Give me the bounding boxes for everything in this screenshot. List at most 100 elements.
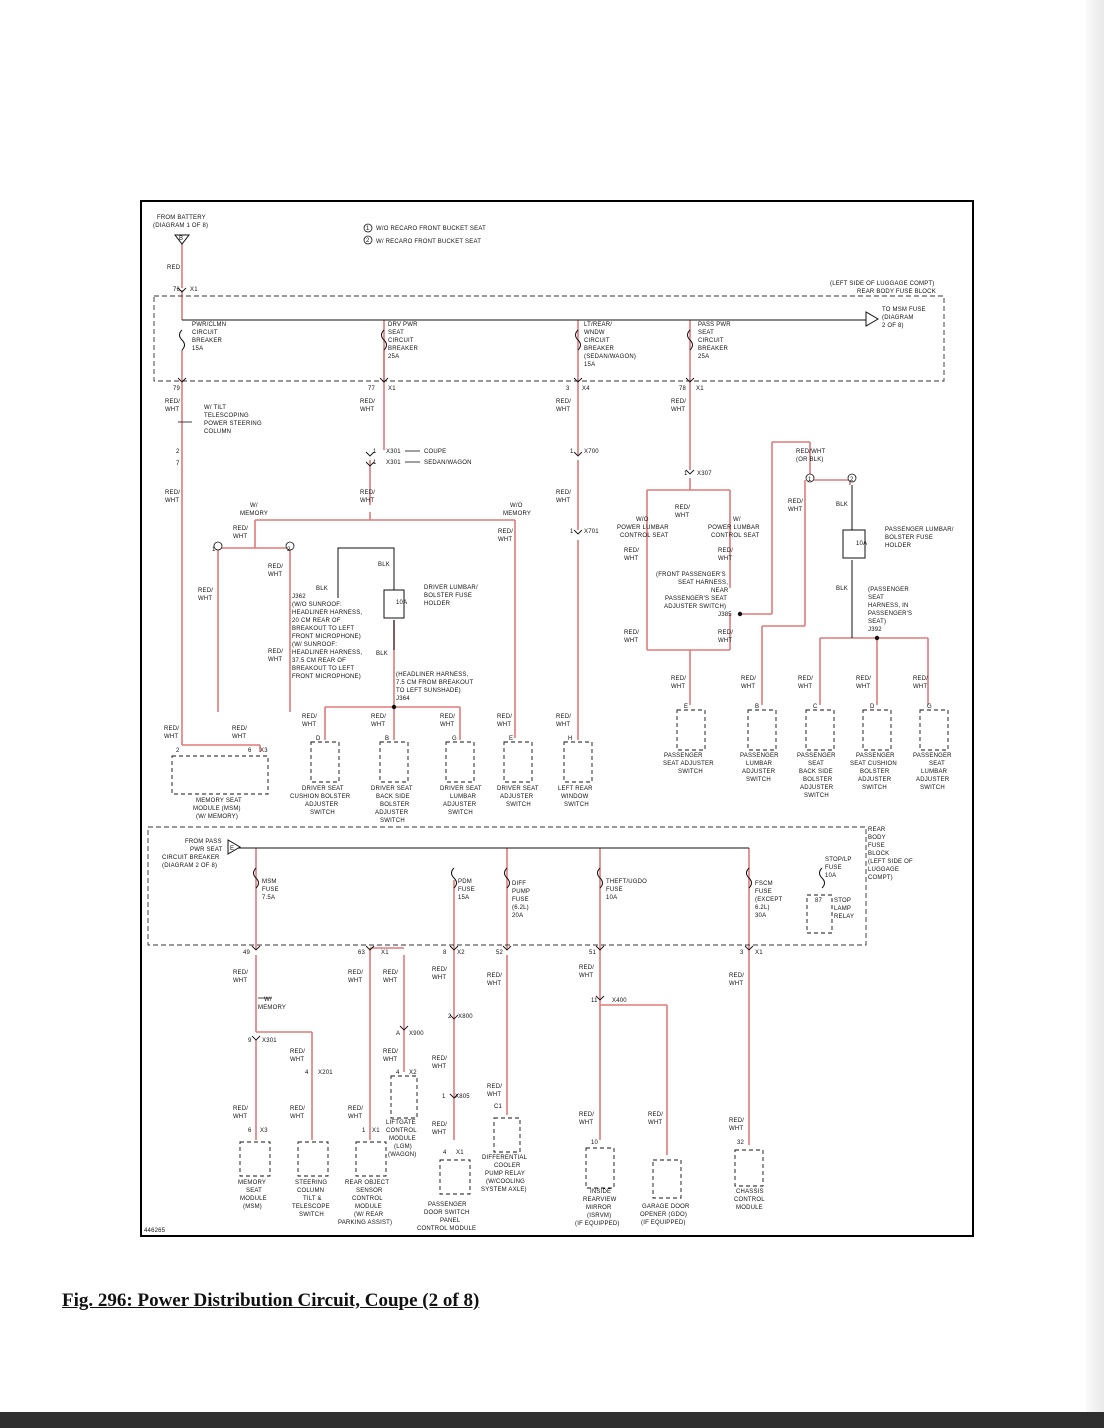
svg-text:DIFFERENTIAL: DIFFERENTIAL [482, 1155, 528, 1161]
svg-text:FUSE: FUSE [458, 887, 475, 893]
svg-text:X1: X1 [388, 386, 396, 392]
svg-text:BOLSTER FUSE: BOLSTER FUSE [424, 593, 472, 599]
svg-text:(WAGON): (WAGON) [388, 1152, 417, 1158]
svg-text:30A: 30A [755, 913, 766, 919]
svg-text:BLOCK: BLOCK [868, 851, 889, 857]
svg-text:PUMP: PUMP [512, 889, 530, 895]
svg-text:(6.2L): (6.2L) [512, 905, 529, 911]
svg-text:SWITCH: SWITCH [746, 777, 771, 783]
svg-text:2: 2 [448, 1014, 452, 1020]
svg-text:CIRCUIT: CIRCUIT [388, 338, 414, 344]
svg-text:X201: X201 [318, 1070, 333, 1076]
svg-text:BOLSTER: BOLSTER [803, 777, 833, 783]
svg-text:RED/: RED/ [432, 1122, 447, 1128]
svg-text:RED/: RED/ [624, 548, 639, 554]
svg-text:2: 2 [366, 238, 370, 244]
svg-text:15A: 15A [192, 346, 203, 352]
svg-text:WHT: WHT [788, 507, 802, 513]
svg-text:WHT: WHT [440, 722, 454, 728]
svg-text:SWITCH: SWITCH [862, 785, 887, 791]
svg-text:PASSENGER: PASSENGER [664, 753, 703, 759]
svg-text:WHT: WHT [268, 657, 282, 663]
svg-text:RED/: RED/ [432, 1056, 447, 1062]
splice-dots [391, 611, 880, 710]
svg-text:RED/: RED/ [913, 676, 928, 682]
svg-text:DIFF: DIFF [512, 881, 526, 887]
svg-text:CONTROL: CONTROL [386, 1128, 417, 1134]
svg-text:1: 1 [373, 460, 377, 466]
svg-text:WHT: WHT [233, 978, 247, 984]
svg-text:BACK SIDE: BACK SIDE [376, 794, 410, 800]
svg-text:WHT: WHT [198, 596, 212, 602]
svg-text:TILT &: TILT & [303, 1196, 322, 1202]
svg-text:1: 1 [808, 477, 812, 483]
svg-text:CIRCUIT: CIRCUIT [584, 338, 610, 344]
svg-text:PASSENGER'S SEAT: PASSENGER'S SEAT [665, 596, 727, 602]
svg-text:PASSENGER: PASSENGER [428, 1202, 467, 1208]
svg-text:W/: W/ [733, 517, 741, 523]
svg-text:3: 3 [740, 950, 744, 956]
svg-text:RED/: RED/ [556, 399, 571, 405]
svg-text:REARVIEW: REARVIEW [583, 1197, 617, 1203]
svg-text:STOP: STOP [834, 898, 851, 904]
svg-text:PANEL: PANEL [440, 1218, 461, 1224]
svg-text:RED/: RED/ [579, 1112, 594, 1118]
svg-text:BREAKOUT TO LEFT: BREAKOUT TO LEFT [292, 666, 354, 672]
svg-text:RED/: RED/ [165, 399, 180, 405]
svg-text:63: 63 [358, 950, 366, 956]
svg-text:RED/: RED/ [856, 676, 871, 682]
svg-text:WHT: WHT [233, 1114, 247, 1120]
svg-text:37.5 CM REAR OF: 37.5 CM REAR OF [292, 658, 346, 664]
svg-text:X2: X2 [409, 1070, 417, 1076]
svg-text:DRIVER SEAT: DRIVER SEAT [440, 786, 482, 792]
svg-text:DRIVER LUMBAR/: DRIVER LUMBAR/ [424, 585, 478, 591]
svg-text:REAR: REAR [868, 827, 886, 833]
svg-text:PUMP RELAY: PUMP RELAY [485, 1171, 525, 1177]
svg-text:LEFT REAR: LEFT REAR [558, 786, 593, 792]
svg-text:PARKING ASSIST): PARKING ASSIST) [338, 1220, 392, 1226]
svg-text:SENSOR: SENSOR [356, 1188, 383, 1194]
svg-text:2: 2 [176, 449, 180, 455]
svg-text:1: 1 [684, 471, 688, 477]
svg-text:10A: 10A [856, 541, 867, 547]
svg-text:MSM: MSM [262, 879, 277, 885]
svg-text:CONTROL SEAT: CONTROL SEAT [711, 533, 760, 539]
svg-text:WHT: WHT [624, 638, 638, 644]
svg-text:RED/: RED/ [579, 965, 594, 971]
passenger-fuse-holder [842, 529, 866, 559]
svg-text:RED/: RED/ [164, 726, 179, 732]
svg-text:RED/: RED/ [729, 1118, 744, 1124]
svg-text:E: E [684, 704, 688, 710]
svg-text:HOLDER: HOLDER [885, 543, 912, 549]
svg-text:CIRCUIT BREAKER: CIRCUIT BREAKER [162, 855, 220, 861]
svg-text:WHT: WHT [233, 534, 247, 540]
svg-text:MEMORY SEAT: MEMORY SEAT [196, 798, 242, 804]
svg-text:1: 1 [570, 449, 574, 455]
svg-text:RED/: RED/ [360, 490, 375, 496]
fuse-blocks [147, 295, 945, 946]
svg-text:BOLSTER: BOLSTER [860, 769, 890, 775]
svg-text:FUSE: FUSE [512, 897, 529, 903]
svg-text:C1: C1 [494, 1104, 503, 1110]
svg-text:3: 3 [566, 386, 570, 392]
svg-text:SWITCH: SWITCH [299, 1212, 324, 1218]
svg-text:B: B [385, 736, 389, 742]
svg-text:LUMBAR: LUMBAR [746, 761, 773, 767]
svg-text:J362: J362 [292, 594, 306, 600]
svg-text:(FRONT PASSENGER'S: (FRONT PASSENGER'S [656, 572, 726, 578]
legend-2-circle [363, 235, 373, 245]
svg-text:BACK SIDE: BACK SIDE [799, 769, 833, 775]
svg-text:WHT: WHT [383, 978, 397, 984]
svg-text:WHT: WHT [556, 722, 570, 728]
svg-text:X301: X301 [386, 449, 401, 455]
option-2-circle-pass [847, 473, 857, 483]
svg-text:WHT: WHT [729, 1126, 743, 1132]
svg-text:1: 1 [362, 1128, 366, 1134]
svg-text:FROM PASS: FROM PASS [185, 839, 222, 845]
svg-text:BREAKER: BREAKER [388, 346, 419, 352]
svg-text:FUSE: FUSE [262, 887, 279, 893]
svg-text:PASSENGER: PASSENGER [797, 753, 836, 759]
svg-text:THEFT/UGDO: THEFT/UGDO [606, 879, 647, 885]
svg-text:OPENER (GDO): OPENER (GDO) [640, 1212, 687, 1218]
svg-text:LT/REAR/: LT/REAR/ [584, 322, 612, 328]
